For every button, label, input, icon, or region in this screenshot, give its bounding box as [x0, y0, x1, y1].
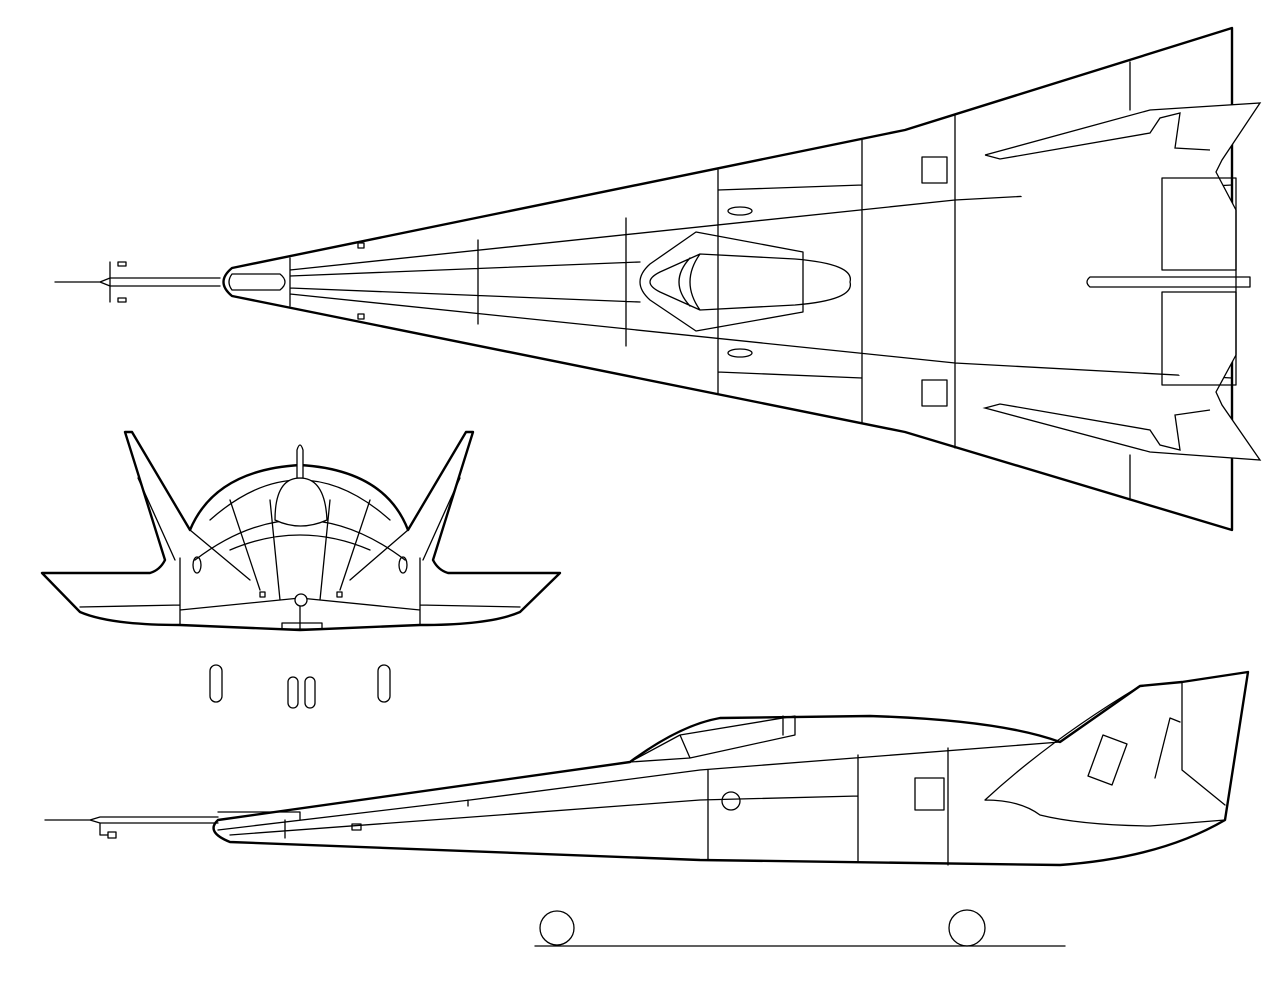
top-view-outline	[222, 26, 1234, 532]
top-view	[54, 26, 1262, 532]
side-view-fuselage-outline	[212, 670, 1250, 867]
front-view-wheel	[209, 664, 223, 703]
top-view-hatch-lower	[921, 379, 948, 407]
front-view-cockpit-canopy	[274, 477, 328, 527]
top-view-tail-cone	[1086, 276, 1251, 288]
top-view-tail-fins	[982, 102, 1262, 461]
front-view-wheel	[304, 676, 316, 709]
top-view-hatch-upper	[921, 156, 948, 184]
front-view-vertical-probe	[296, 444, 304, 479]
side-view-main-wheel	[948, 909, 986, 947]
front-view-hatch	[281, 622, 323, 630]
side-view-hatch	[914, 777, 945, 811]
front-view-wheel	[377, 664, 391, 703]
front-view-intake	[294, 593, 308, 607]
front-view-wheel	[287, 676, 299, 709]
top-view-vent-lower	[727, 348, 753, 358]
top-view-canopy	[639, 231, 851, 332]
side-view-canopy	[629, 715, 796, 763]
top-view-vent-upper	[727, 206, 753, 216]
side-view	[44, 670, 1250, 947]
top-view-marker	[357, 313, 365, 320]
side-view-panel-lines	[217, 681, 1226, 866]
top-view-panel-lines	[289, 61, 1233, 501]
side-view-fin-panel	[1087, 734, 1128, 786]
front-view-marker	[259, 591, 266, 598]
top-view-marker	[357, 242, 365, 249]
side-view-marker	[351, 823, 362, 831]
side-view-pitot-probe	[44, 816, 219, 839]
side-view-nose-wheel	[539, 910, 575, 946]
top-view-pitot-probe	[54, 261, 221, 303]
top-view-nose-fairing	[228, 273, 286, 291]
front-view-vent	[398, 556, 408, 574]
top-view-rudders	[1161, 177, 1237, 386]
front-view	[40, 430, 562, 709]
front-view-vent	[192, 556, 202, 574]
front-view-marker	[336, 591, 343, 598]
side-view-port	[721, 791, 741, 811]
